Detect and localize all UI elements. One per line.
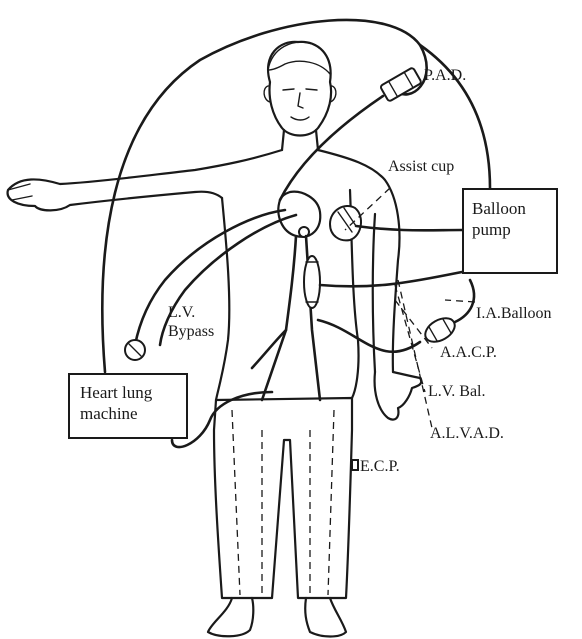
- leader-aacp: [395, 300, 432, 348]
- ia-balloon-label: I.A.Balloon: [476, 305, 552, 323]
- nose: [298, 93, 303, 108]
- balloon-pump-box: Balloon pump: [462, 188, 558, 274]
- pad-device: [380, 67, 422, 102]
- pump-tube-1: [356, 226, 462, 230]
- right-hand: [375, 372, 422, 420]
- aorta-left: [262, 236, 296, 400]
- balloon-pump-label-1: Balloon: [472, 198, 548, 219]
- lv-bypass-label-1: L.V.: [168, 303, 214, 322]
- lv-bypass-label: L.V. Bypass: [168, 303, 214, 341]
- ia-balloon-shape: [304, 256, 320, 308]
- torso-left: [216, 198, 229, 400]
- right-foot: [305, 598, 346, 637]
- lv-bal-label: L.V. Bal.: [428, 383, 485, 401]
- head-outline: [268, 42, 331, 136]
- ap-tube: [252, 330, 286, 368]
- aacp-label: A.A.C.P.: [440, 344, 497, 362]
- leader-ia-balloon: [445, 300, 475, 302]
- lv-bypass-label-2: Bypass: [168, 322, 214, 341]
- assist-cup-label: Assist cup: [388, 158, 454, 176]
- eyes: [283, 89, 317, 90]
- pump-tube-3: [318, 320, 420, 352]
- mouth: [291, 117, 309, 120]
- left-arm: [8, 150, 282, 210]
- pad-tube: [280, 96, 383, 200]
- trouser-seams: [232, 410, 334, 595]
- balloon-pump-label-2: pump: [472, 219, 548, 240]
- alvad-label: A.L.V.A.D.: [430, 425, 504, 443]
- heart-lung-label-2: machine: [80, 403, 176, 424]
- ecp-label: E.C.P.: [360, 458, 400, 476]
- heart-lung-label-1: Heart lung: [80, 382, 176, 403]
- pump-tube-2: [320, 272, 462, 286]
- left-foot: [208, 598, 253, 636]
- heart-lung-machine-box: Heart lung machine: [68, 373, 188, 439]
- lv-balloon-ring: [299, 227, 309, 237]
- ecp-port: [352, 460, 358, 470]
- pad-label: P.A.D.: [424, 67, 466, 85]
